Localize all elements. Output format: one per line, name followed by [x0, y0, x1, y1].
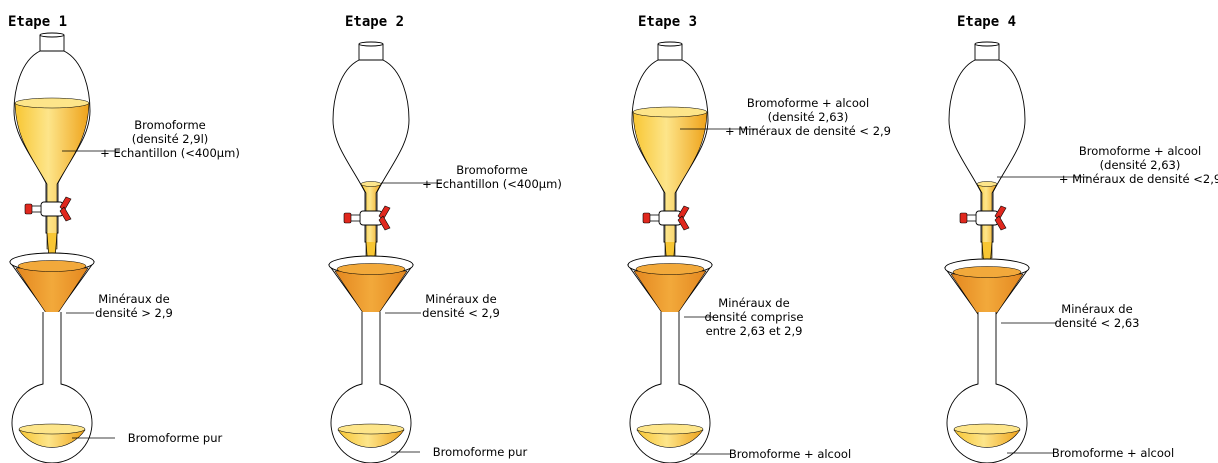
step-title: Etape 3: [638, 14, 697, 30]
funnel-contents-label: Bromoforme: [456, 163, 528, 177]
stopcock-handle: [59, 206, 72, 222]
funnel-bulb: [948, 59, 1026, 243]
funnel-bulb: [332, 59, 410, 243]
funnel-contents-label: (densité 2,9l): [132, 132, 209, 146]
funnel-neck-rim: [657, 41, 683, 47]
stopcock-body: [975, 210, 999, 226]
funnel-neck-rim: [39, 32, 65, 38]
funnel-neck-rim: [358, 41, 384, 47]
stopcock-body: [40, 201, 64, 217]
flask-contents-label: Bromoforme pur: [128, 431, 223, 445]
stopcock-body: [359, 210, 383, 226]
step-title: Etape 2: [345, 14, 404, 30]
stopcock-red-cap: [343, 212, 352, 224]
separatory-funnel: [948, 41, 1026, 269]
minerals-label: densité < 2,9: [422, 306, 500, 320]
minerals-label: Minéraux de: [98, 292, 169, 306]
separatory-funnel: [332, 41, 410, 269]
funnel-liquid-surface: [632, 106, 708, 118]
flask-liquid-surface: [337, 423, 405, 435]
funnel-contents-label: Bromoforme + alcool: [747, 96, 869, 110]
flask-contents-label: Bromoforme pur: [433, 445, 528, 459]
stopcock-red-cap: [642, 212, 651, 224]
step-title: Etape 1: [8, 14, 67, 30]
stopcock-handle: [378, 215, 391, 231]
stopcock-red-cap: [959, 212, 968, 224]
funnel-liquid-surface: [976, 181, 998, 187]
round-bottom-flask: [11, 312, 93, 463]
filter-funnel: [9, 252, 95, 351]
minerals-surface: [952, 266, 1022, 278]
flask-contents-label: Bromoforme + alcool: [1052, 446, 1174, 460]
filter-funnel: [627, 255, 713, 354]
filter-funnel: [328, 255, 414, 354]
minerals-surface: [635, 263, 705, 275]
minerals-surface: [17, 260, 87, 272]
stopcock-handle: [677, 215, 690, 231]
stopcock-handle: [994, 215, 1007, 231]
minerals-label: Minéraux de: [425, 292, 496, 306]
separatory-funnel: [631, 41, 709, 269]
minerals-label: Minéraux de: [1061, 302, 1132, 316]
stopcock-handle: [677, 205, 690, 221]
round-bottom-flask: [629, 312, 711, 463]
stopcock-red-cap: [24, 203, 33, 215]
minerals-label: densité > 2,9: [95, 306, 173, 320]
step-1: Etape 1 Bromoforme(densité 2,9l)+ Echanti…: [8, 14, 240, 463]
funnel-contents-label: + Echantillon (<400µm): [422, 177, 562, 191]
stopcock-body: [658, 210, 682, 226]
funnel-neck-rim: [974, 41, 1000, 47]
minerals-label: densité < 2,63: [1055, 316, 1140, 330]
flask-liquid-surface: [953, 423, 1021, 435]
funnel-contents-label: Bromoforme: [134, 118, 206, 132]
stopcock-handle: [59, 196, 72, 212]
round-bottom-flask: [946, 312, 1028, 463]
round-bottom-flask: [330, 312, 412, 463]
funnel-contents-label: (densité 2,63): [768, 110, 849, 124]
funnel-contents-label: + Minéraux de densité <2,9: [1059, 172, 1218, 186]
step-title: Etape 4: [957, 14, 1016, 30]
flask-contents-label: Bromoforme + alcool: [729, 447, 851, 461]
flask-liquid-surface: [18, 423, 86, 435]
funnel-contents-label: Bromoforme + alcool: [1079, 144, 1201, 158]
funnel-liquid-surface: [360, 181, 382, 187]
funnel-liquid: [632, 111, 708, 259]
separatory-funnel: [13, 32, 91, 260]
funnel-liquid-surface: [14, 97, 90, 109]
stopcock-handle: [994, 205, 1007, 221]
funnel-contents-label: + Echantillon (<400µm): [100, 146, 240, 160]
minerals-label: Minéraux de: [718, 296, 789, 310]
minerals-label: densité comprise: [705, 310, 804, 324]
flask-liquid-surface: [636, 423, 704, 435]
funnel-contents-label: (densité 2,63): [1100, 158, 1181, 172]
minerals-surface: [336, 263, 406, 275]
stopcock-handle: [378, 205, 391, 221]
step-2: Etape 2 Bromoforme+ Echantillon (<400µm) M…: [328, 14, 562, 463]
funnel-liquid: [14, 102, 90, 250]
minerals-label: entre 2,63 et 2,9: [706, 324, 803, 338]
funnel-contents-label: + Minéraux de densité < 2,9: [725, 124, 891, 138]
